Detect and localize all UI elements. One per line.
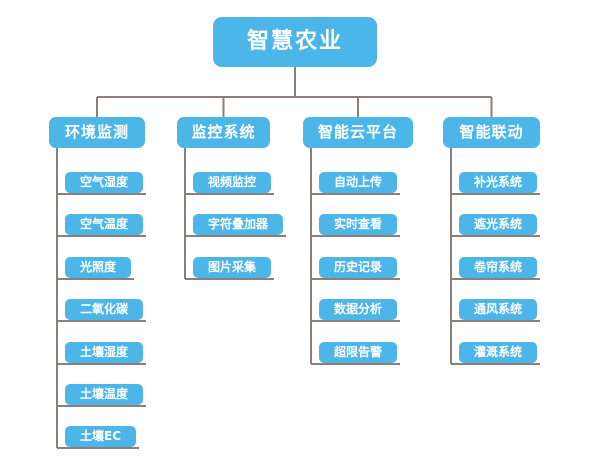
leaf-node-2-2: 历史记录 [319,257,398,278]
branch-node-3: 智能联动 [443,117,540,148]
leaf-node-1-0: 视频监控 [193,172,272,193]
leaf-node-0-3: 二氧化碳 [65,299,144,320]
leaf-node-2-0: 自动上传 [319,172,398,193]
leaf-node-3-3: 通风系统 [459,299,538,320]
leaf-node-0-0: 空气湿度 [65,172,144,193]
leaf-node-2-4: 超限告警 [319,342,398,363]
root-node: 智慧农业 [213,17,377,67]
leaf-node-2-1: 实时查看 [319,214,398,235]
branch-node-0: 环境监测 [49,117,145,148]
leaf-node-0-2: 光照度 [65,257,132,278]
leaf-node-0-5: 土壤温度 [65,384,144,405]
leaf-node-3-2: 卷帘系统 [459,257,538,278]
leaf-node-0-4: 土壤湿度 [65,342,144,363]
leaf-node-0-1: 空气温度 [65,214,144,235]
leaf-node-3-1: 遮光系统 [459,214,538,235]
leaf-node-0-6: 土壤EC [65,426,137,447]
leaf-node-1-2: 图片采集 [193,257,272,278]
leaf-node-3-4: 灌溉系统 [459,342,538,363]
leaf-node-2-3: 数据分析 [319,299,398,320]
branch-node-1: 监控系统 [177,117,270,148]
branch-node-2: 智能云平台 [303,117,413,148]
leaf-node-1-1: 字符叠加器 [193,214,284,235]
leaf-node-3-0: 补光系统 [459,172,538,193]
